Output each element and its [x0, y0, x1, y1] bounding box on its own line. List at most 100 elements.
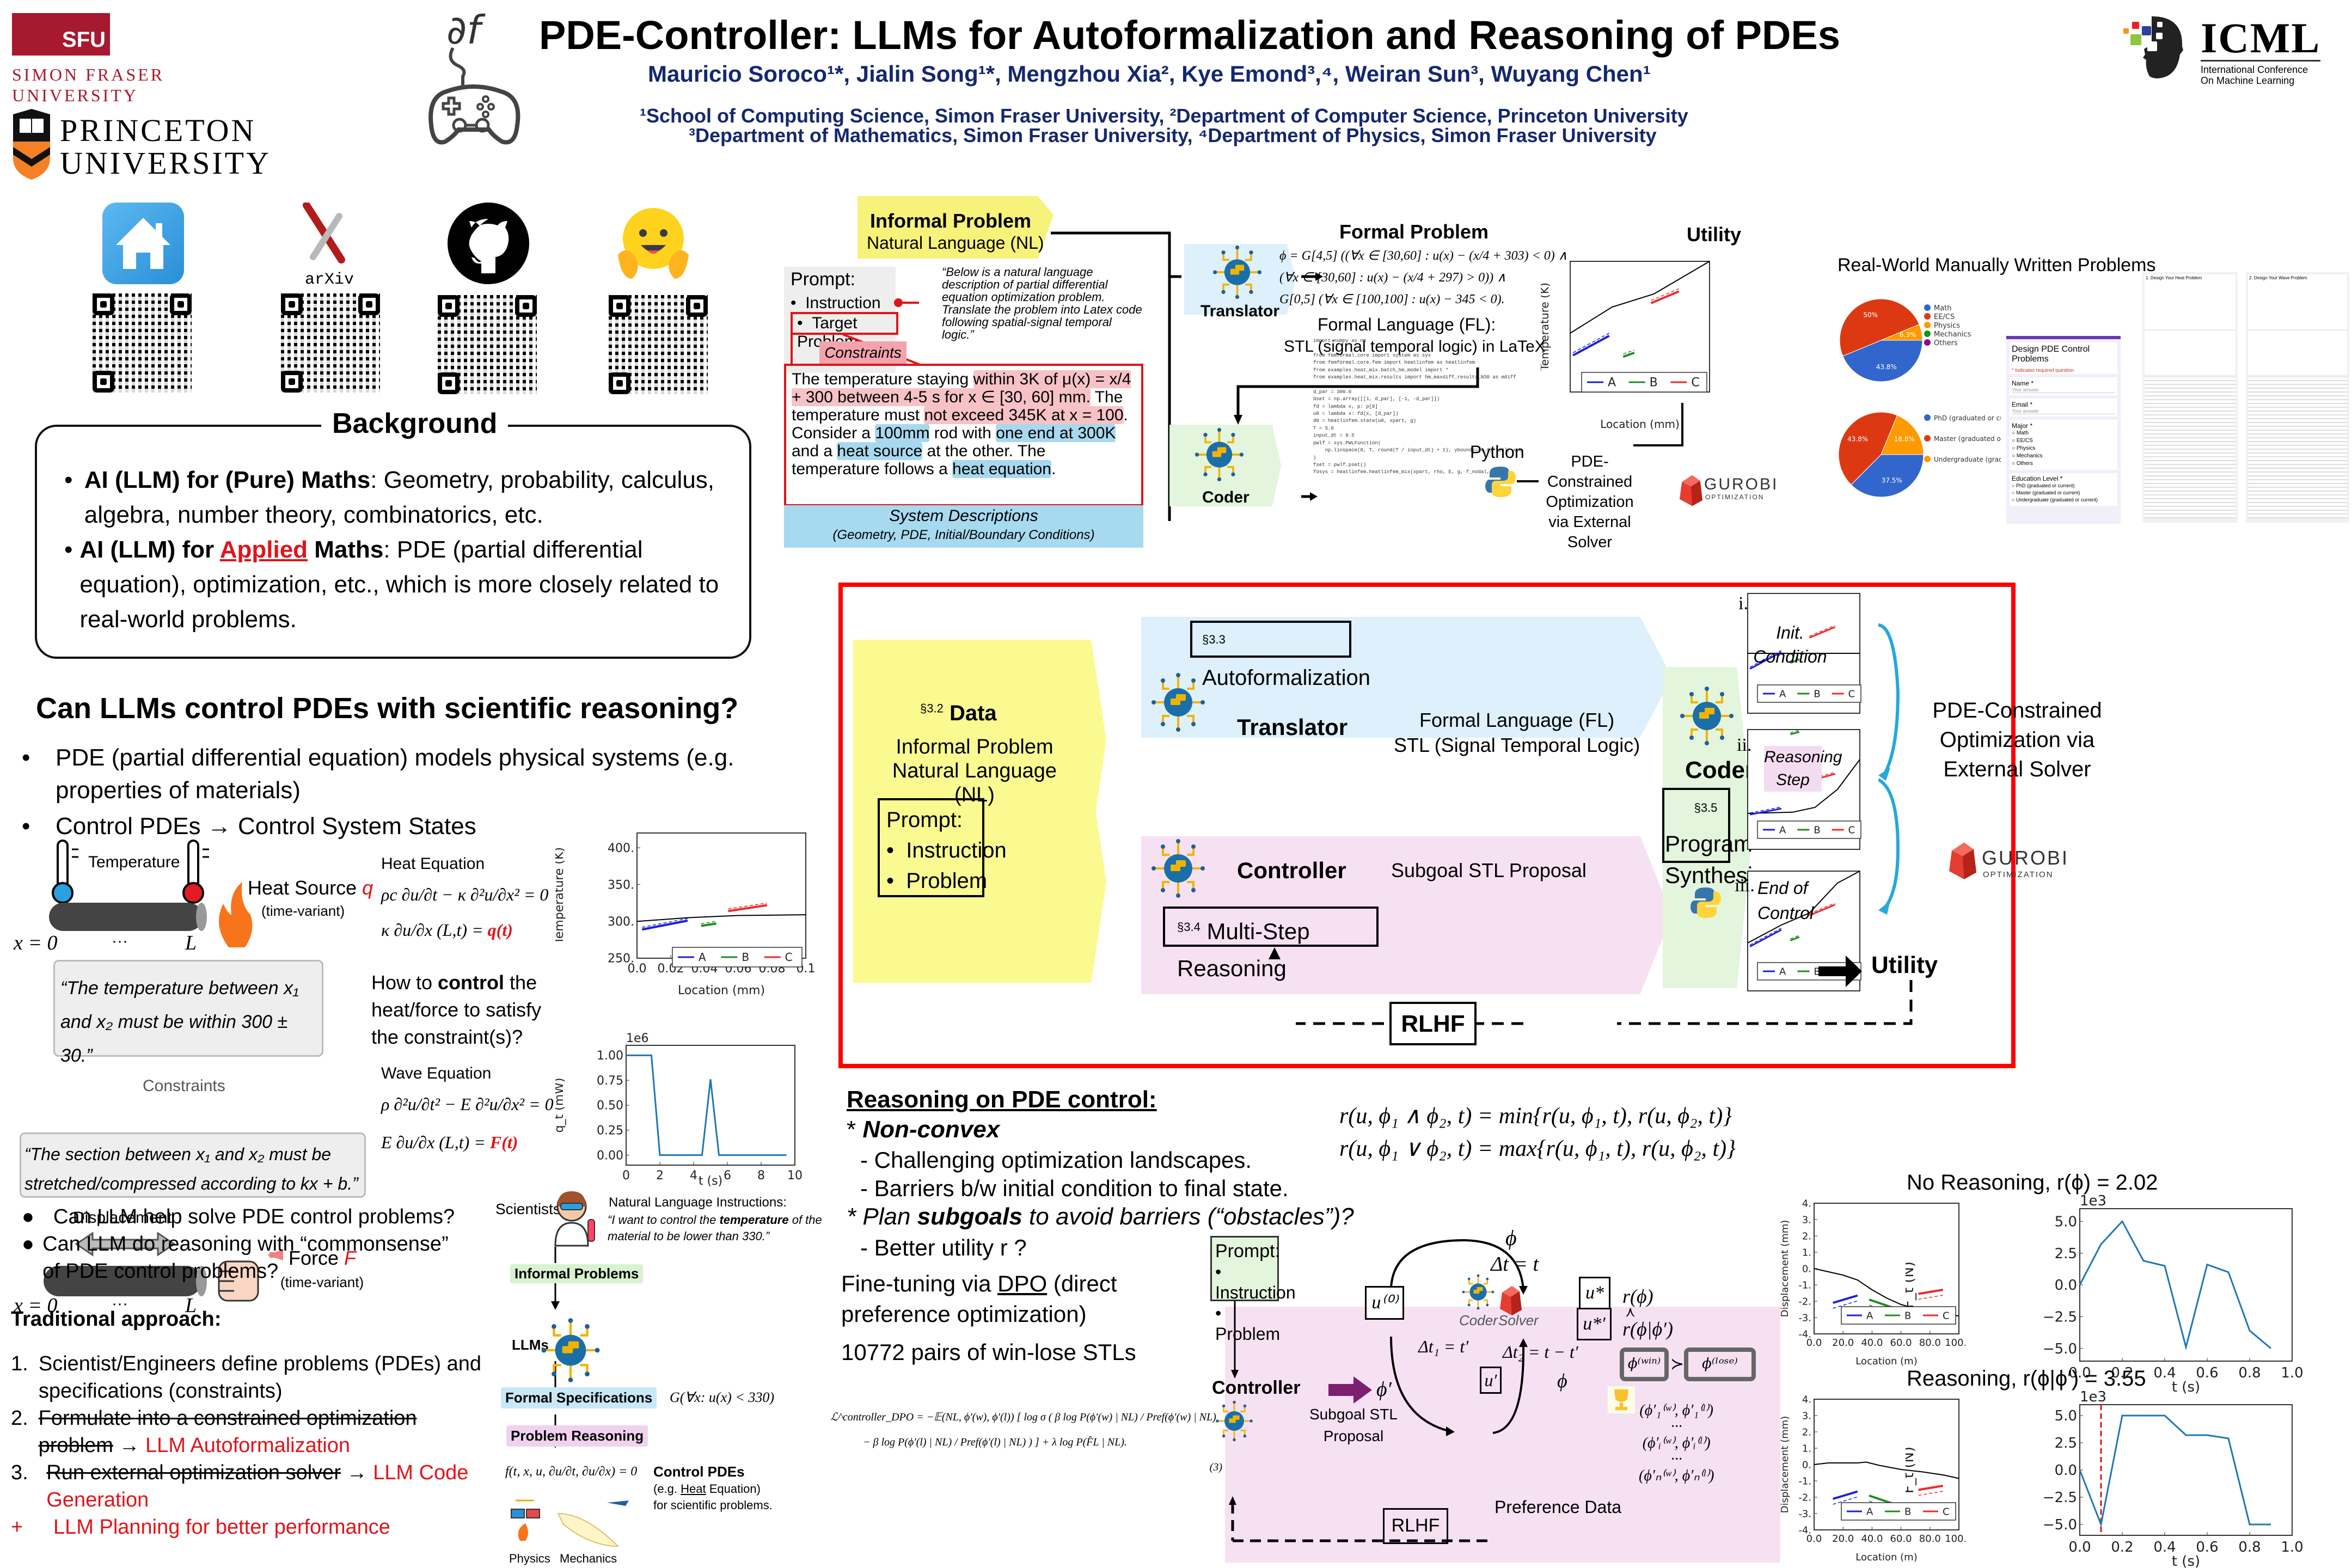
- x-axis-label: Location (m): [1855, 1356, 1917, 1367]
- form-field-input[interactable]: Your answer: [2012, 408, 2115, 414]
- subgoal-proposal-label: Subgoal STL Proposal: [1391, 859, 1587, 881]
- series-b: [1622, 352, 1635, 358]
- y-tick-label: 300.: [608, 915, 634, 929]
- sfu-mark: SFU: [62, 28, 106, 52]
- home-icon[interactable]: [102, 203, 184, 284]
- stl-line: (∀x ∈ [30,60] : u(x) − (x/4 + 297) > 0))…: [1279, 271, 1506, 285]
- reasoning-diagram-arrows: [1229, 1239, 1528, 1542]
- airfoil-icon: [557, 1512, 620, 1547]
- legend-label: A: [1779, 966, 1786, 977]
- background-item-text: AI (LLM) for (Pure) Maths: Geometry, pro…: [84, 463, 734, 532]
- y-tick-label: 400.: [608, 842, 634, 855]
- question-post: the heat/force to satisfy the constraint…: [371, 971, 542, 1048]
- framework-gurobi-sub: OPTIMIZATION: [1983, 870, 2054, 879]
- legend-dot: [1924, 313, 1931, 320]
- series-f-t: [2079, 1414, 2271, 1528]
- series-state: [1747, 759, 1860, 814]
- nonconvex-label: Non-convex: [862, 1116, 1000, 1143]
- pie-slice: [1881, 415, 1924, 455]
- code-line: from femformal.core import system as sys: [1313, 352, 1431, 358]
- plan-item: - Better utility r ?: [860, 1235, 1027, 1260]
- diagram-prompt-box: Prompt: • Instruction • Problem: [1210, 1236, 1296, 1344]
- problem-text-segment: at the other. The temperature follows a: [792, 442, 1046, 478]
- radio-option[interactable]: ○ Others: [2012, 461, 2033, 467]
- heat-link[interactable]: Heat: [681, 1482, 706, 1496]
- legend-label: C: [1848, 824, 1855, 836]
- radio-label: Master (graduated or current): [2016, 490, 2080, 495]
- physics-flame-icon: [518, 1523, 528, 1541]
- y-tick-label: −5.0: [2043, 1341, 2077, 1357]
- uprime-box: u′: [1480, 1367, 1502, 1394]
- code-line: fd = lambda x, p: p[0]: [1313, 403, 1378, 409]
- framework-controller-icon: [1152, 839, 1205, 898]
- form-field[interactable]: Email *Your answer: [2010, 399, 2117, 416]
- problem-reasoning-tag: Problem Reasoning: [506, 1425, 648, 1447]
- chip-circuit: [1152, 839, 1205, 898]
- series-a-target: [1749, 650, 1782, 668]
- wave-eq2-pre: E ∂u/∂x (L,t) =: [381, 1132, 490, 1152]
- radio-option[interactable]: ○ Physics: [2012, 445, 2036, 451]
- legend-dot: [1924, 339, 1931, 346]
- utility-arrow-icon: [1818, 955, 1862, 987]
- x-tick-label: 0.2: [2111, 1539, 2133, 1555]
- no-reasoning-displacement-chart: 0.020.040.060.080.0100.0-4.-3.-2.-1.0.1.…: [1780, 1198, 1965, 1367]
- legend-label: B: [1904, 1310, 1911, 1321]
- y-tick-label: -2.: [1798, 1296, 1811, 1307]
- y-tick-label: 0.0: [2055, 1462, 2077, 1479]
- no-reasoning-title: No Reasoning, r(ϕ) = 2.02: [1907, 1171, 2158, 1195]
- radio-option[interactable]: ○ EE/CS: [2012, 438, 2033, 444]
- form-education[interactable]: Education Level * ○ PhD (graduated or cu…: [2010, 473, 2117, 506]
- nl-quote-pre: “I want to control the: [608, 1213, 720, 1227]
- y-tick-label: 0.50: [597, 1099, 623, 1113]
- y-tick-label: 0.00: [597, 1149, 623, 1162]
- framework-gurobi-icon: [1949, 842, 1976, 879]
- code-line: input_dt = 0.5: [1313, 433, 1355, 439]
- nonconvex-items: - Challenging optimization landscapes. -…: [860, 1146, 1289, 1203]
- series-c-target: [1809, 624, 1835, 637]
- arxiv-icon[interactable]: arXiv: [297, 201, 362, 290]
- framework-utility-label: Utility: [1871, 952, 1938, 978]
- step-num: i.: [1738, 593, 1748, 614]
- bullet: •: [22, 744, 30, 771]
- scale-label: 1e3: [2080, 1193, 2106, 1209]
- dpo-link[interactable]: DPO: [997, 1271, 1048, 1296]
- github-icon[interactable]: [448, 203, 529, 284]
- series-b-target: [1790, 657, 1800, 662]
- radio-option[interactable]: ○ PhD (graduated or current): [2012, 483, 2075, 488]
- form-field-input[interactable]: Your answer: [2012, 387, 2115, 393]
- diagram-phi-top: ϕ: [1505, 1226, 1517, 1250]
- pipeline-solver-label: PDE-Constrained Optimization via Externa…: [1546, 453, 1634, 551]
- plan-heading: * Plan subgoals to avoid barriers (“obst…: [847, 1203, 1354, 1230]
- radio-option[interactable]: ○ Mechanics: [2012, 453, 2043, 459]
- form-field[interactable]: Name *Your answer: [2010, 377, 2117, 395]
- y-tick-label: 4.: [1802, 1198, 1811, 1209]
- series-a: [1749, 929, 1782, 947]
- data-sub1: Informal Problem: [896, 736, 1054, 758]
- y-tick-label: 1.00: [597, 1049, 623, 1063]
- pair-ellipsis: ···: [1670, 1418, 1682, 1435]
- radio-option[interactable]: ○ Master (graduated or current): [2012, 490, 2080, 495]
- qr-code-homepage[interactable]: [90, 291, 194, 395]
- fl-sub: STL (signal temporal logic) in LaTeX: [1284, 338, 1546, 356]
- u0-box: u⁽⁰⁾: [1365, 1286, 1404, 1320]
- instruction-quote: “Below is a natural language description…: [942, 265, 1142, 341]
- series-a-target: [642, 918, 688, 928]
- qr-code-github[interactable]: [436, 293, 539, 396]
- form-major[interactable]: Major * ○ Math ○ EE/CS ○ Physics ○ Mecha…: [2010, 420, 2117, 470]
- radio-option[interactable]: ○ Undergraduate (graduated or current): [2012, 497, 2098, 503]
- huggingface-icon[interactable]: [612, 203, 694, 284]
- fl-title: Formal Language (FL):: [1318, 315, 1496, 334]
- prompt-title: Prompt:: [1215, 1241, 1281, 1261]
- series-c: [1809, 626, 1836, 639]
- x-axis-label: t (s): [2172, 1553, 2200, 1568]
- qr-code-arxiv[interactable]: [279, 291, 382, 395]
- step-num: 2.: [11, 1407, 28, 1430]
- qr-code-huggingface[interactable]: [607, 293, 710, 396]
- diagram-dt2: Δt₂ = t − t′: [1503, 1342, 1578, 1362]
- prompt-item-label: Problem: [906, 869, 988, 893]
- radio-option[interactable]: ○ Math: [2012, 430, 2029, 436]
- y-tick-label: −5.0: [2043, 1517, 2077, 1533]
- legend-dot: [1924, 414, 1931, 421]
- background-item-applied: • AI (LLM) for Applied Maths: PDE (parti…: [64, 532, 734, 637]
- x-tick-label: 0.0: [1806, 1337, 1822, 1349]
